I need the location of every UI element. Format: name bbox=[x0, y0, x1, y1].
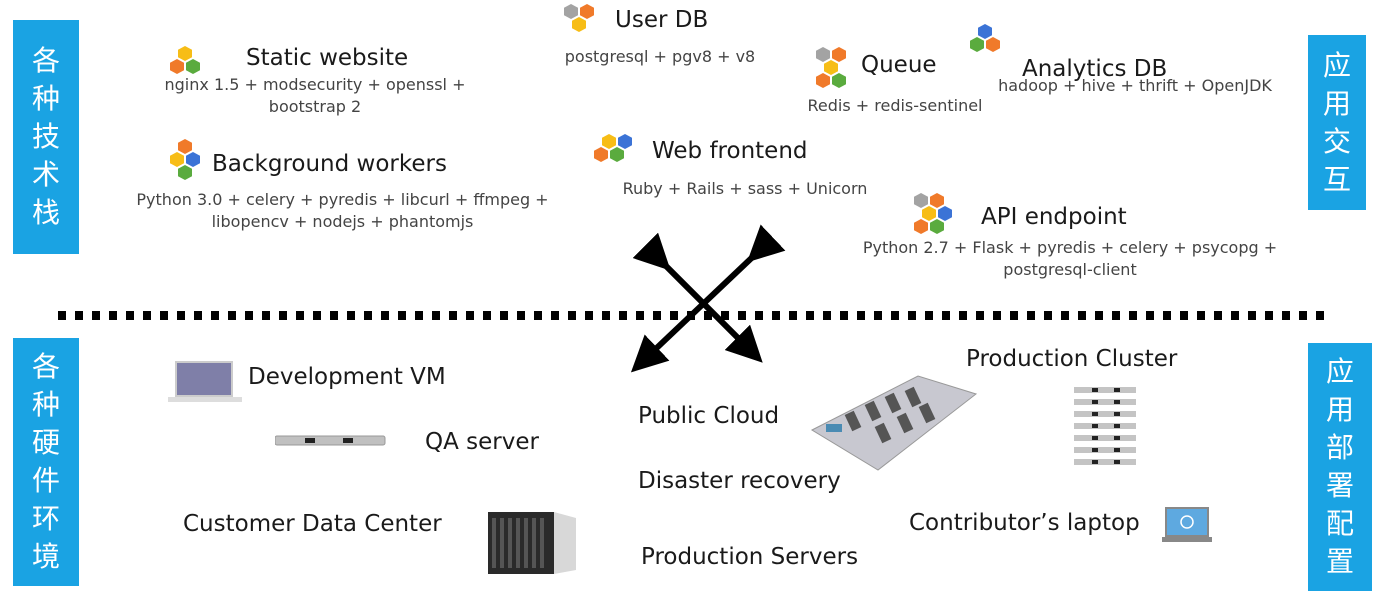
hw-production-servers: Production Servers bbox=[641, 544, 859, 570]
server-board-icon bbox=[810, 375, 978, 471]
hw-production-cluster: Production Cluster bbox=[966, 346, 1178, 372]
hw-contributor-laptop: Contributor’s laptop bbox=[909, 510, 1140, 536]
hw-qa-server: QA server bbox=[425, 429, 539, 455]
hw-customer-data-center: Customer Data Center bbox=[183, 511, 442, 537]
label-tech-stacks: 各种技术栈 bbox=[13, 20, 79, 254]
label-char: 栈 bbox=[31, 196, 60, 229]
label-char: 各 bbox=[31, 350, 60, 383]
stack-title-analytics-db: Analytics DB bbox=[1022, 56, 1168, 82]
hw-disaster-recovery: Disaster recovery bbox=[638, 468, 841, 494]
label-char: 配 bbox=[1325, 507, 1354, 540]
stack-title-queue: Queue bbox=[861, 52, 937, 78]
stack-sub-background-workers: Python 3.0 + celery + pyredis + libcurl … bbox=[136, 190, 549, 231]
label-app-deployment: 应用部署配置 bbox=[1308, 343, 1372, 591]
stack-sub-static-website: nginx 1.5 + modsecurity + openssl +boots… bbox=[164, 75, 466, 116]
stack-sub-api-endpoint: Python 2.7 + Flask + pyredis + celery + … bbox=[862, 238, 1278, 279]
label-char: 种 bbox=[31, 388, 60, 421]
label-char: 境 bbox=[31, 540, 60, 573]
label-char: 件 bbox=[31, 464, 60, 497]
stack-sub-analytics-db: hadoop + hive + thrift + OpenJDK bbox=[998, 76, 1272, 95]
blade-chassis-icon bbox=[488, 512, 576, 574]
stack-title-web-frontend: Web frontend bbox=[652, 138, 808, 164]
stack-sub-user-db: postgresql + pgv8 + v8 bbox=[564, 47, 756, 66]
stack-title-static-website: Static website bbox=[246, 45, 409, 71]
label-char: 种 bbox=[31, 82, 60, 115]
label-char: 交 bbox=[1322, 124, 1351, 158]
label-char: 互 bbox=[1322, 162, 1351, 196]
hw-public-cloud: Public Cloud bbox=[638, 403, 780, 429]
label-char: 应 bbox=[1322, 48, 1351, 82]
label-char: 各 bbox=[31, 44, 60, 77]
stack-title-background-workers: Background workers bbox=[212, 151, 447, 177]
server-stack-icon bbox=[1074, 387, 1136, 465]
label-char: 应 bbox=[1325, 355, 1354, 388]
label-hardware-environments: 各种硬件环境 bbox=[13, 338, 79, 586]
laptop-icon bbox=[1162, 507, 1212, 542]
label-char: 部 bbox=[1325, 431, 1354, 464]
label-char: 技 bbox=[31, 120, 60, 153]
label-char: 置 bbox=[1325, 545, 1354, 578]
laptop-icon bbox=[168, 361, 242, 402]
stack-sub-queue: Redis + redis-sentinel bbox=[807, 96, 983, 115]
stack-sub-web-frontend: Ruby + Rails + sass + Unicorn bbox=[622, 179, 868, 198]
label-app-interaction: 应用交互 bbox=[1308, 35, 1366, 210]
arrow-diagonal-up bbox=[630, 224, 786, 373]
label-char: 硬 bbox=[31, 426, 60, 459]
hw-development-vm: Development VM bbox=[248, 364, 446, 390]
label-char: 环 bbox=[31, 502, 60, 535]
label-char: 署 bbox=[1325, 469, 1354, 502]
stack-title-user-db: User DB bbox=[615, 7, 709, 33]
label-char: 用 bbox=[1322, 86, 1351, 120]
label-char: 用 bbox=[1325, 393, 1354, 426]
stack-title-api-endpoint: API endpoint bbox=[981, 204, 1127, 230]
crossing-arrows-icon bbox=[630, 224, 786, 373]
label-char: 术 bbox=[31, 158, 60, 191]
rack-server-icon bbox=[275, 435, 386, 446]
